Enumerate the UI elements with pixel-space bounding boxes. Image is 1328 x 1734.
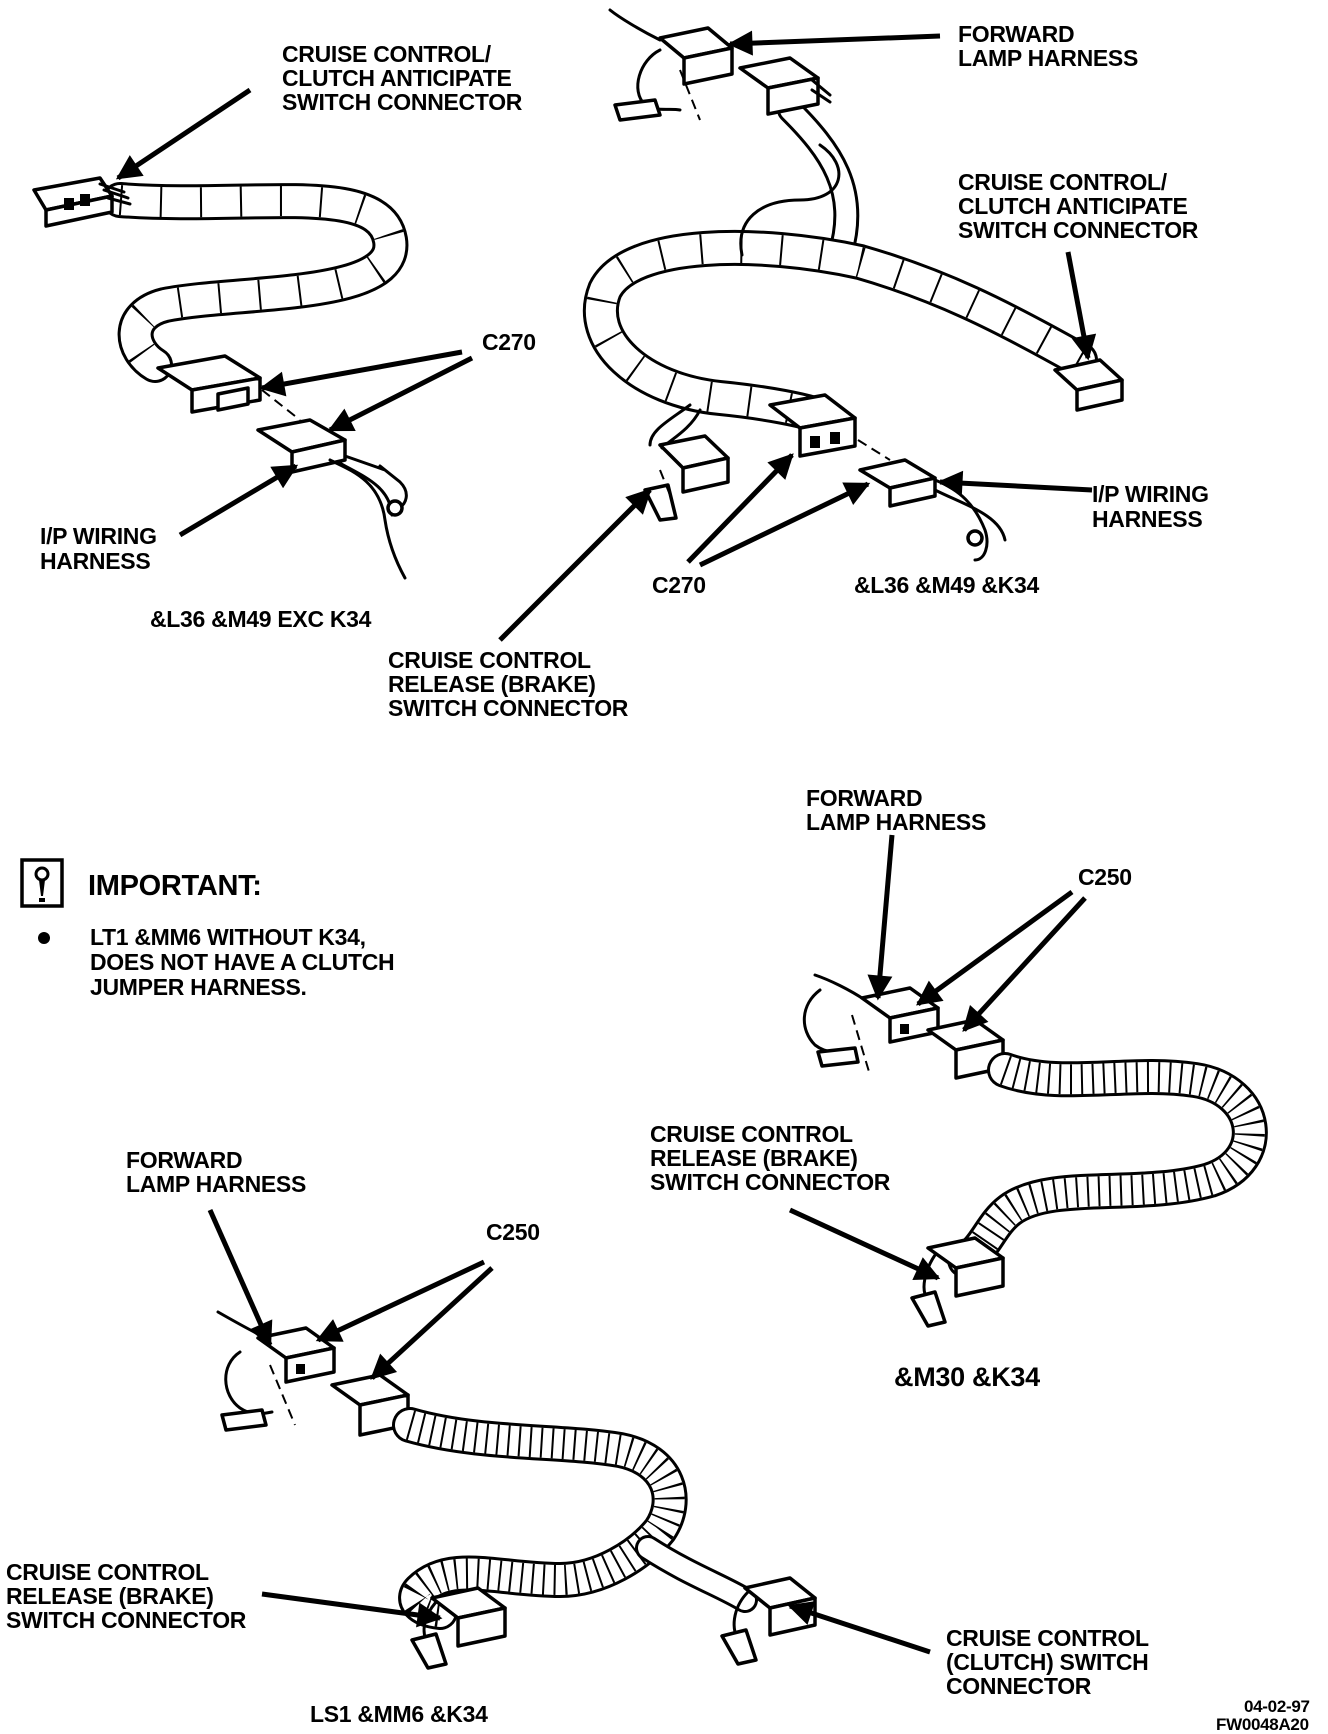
brake-switch-connector-m30	[910, 1236, 1005, 1328]
label-mid-brake-release: CRUISE CONTROL RELEASE (BRAKE) SWITCH CO…	[388, 647, 629, 721]
bullet-icon	[38, 932, 50, 944]
label-tr-ip-wiring-harness: I/P WIRING HARNESS	[1092, 481, 1215, 532]
harness-view-ls1-mm6-k34	[216, 1310, 817, 1670]
label-tr-c270: C270	[652, 572, 706, 598]
clutch-anticipate-switch-connector-right	[1053, 358, 1124, 412]
caption-ls1-mm6-k34: LS1 &MM6 &K34	[310, 1701, 488, 1727]
label-mr-brake-release: CRUISE CONTROL RELEASE (BRAKE) SWITCH CO…	[650, 1121, 891, 1195]
label-bl-forward-lamp-harness: FORWARD LAMP HARNESS	[126, 1147, 306, 1197]
leader-arrows	[115, 30, 1097, 1655]
forward-lamp-mating-connector-top	[738, 56, 832, 116]
label-bl-clutch-switch: CRUISE CONTROL (CLUTCH) SWITCH CONNECTOR	[946, 1625, 1155, 1699]
caption-m30-k34: &M30 &K34	[894, 1362, 1040, 1392]
forward-lamp-connector-ls1	[256, 1326, 336, 1384]
label-mr-c250: C250	[1078, 864, 1132, 890]
c270-ip-side-connector-top-right	[858, 458, 937, 508]
important-title: IMPORTANT:	[88, 870, 262, 902]
label-tr-forward-lamp-harness: FORWARD LAMP HARNESS	[958, 21, 1138, 71]
figure-date: 04-02-97	[1244, 1697, 1310, 1716]
c270-connector-harness-side	[156, 354, 262, 414]
label-bl-c250: C250	[486, 1219, 540, 1245]
brake-switch-connector-top	[643, 403, 730, 522]
label-bl-brake-release: CRUISE CONTROL RELEASE (BRAKE) SWITCH CO…	[6, 1559, 247, 1633]
important-note: IMPORTANT: LT1 &MM6 WITHOUT K34, DOES NO…	[20, 858, 400, 1000]
label-mr-forward-lamp-harness: FORWARD LAMP HARNESS	[806, 785, 986, 835]
c270-connector-ip-side	[256, 418, 347, 474]
label-tl-clutch-anticipate: CRUISE CONTROL/ CLUTCH ANTICIPATE SWITCH…	[282, 41, 523, 115]
harness-view-l36-m49-exc-k34	[32, 176, 409, 580]
label-tl-ip-wiring-harness: I/P WIRING HARNESS	[40, 523, 163, 574]
brake-switch-connector-ls1	[410, 1586, 507, 1670]
important-exclamation-icon	[20, 858, 64, 908]
harness-view-l36-m49-k34	[582, 8, 1124, 562]
label-tr-clutch-anticipate: CRUISE CONTROL/ CLUTCH ANTICIPATE SWITCH…	[958, 169, 1199, 243]
caption-l36-m49-k34: &L36 &M49 &K34	[854, 572, 1039, 598]
harness-view-m30-k34	[802, 973, 1268, 1328]
figure-code: FW0048A20	[1216, 1715, 1309, 1734]
clutch-anticipate-switch-connector	[32, 176, 132, 228]
important-note-text: LT1 &MM6 WITHOUT K34, DOES NOT HAVE A CL…	[90, 924, 400, 1000]
caption-l36-m49-exc-k34: &L36 &M49 EXC K34	[150, 606, 372, 632]
forward-lamp-connector-top	[613, 26, 734, 122]
label-tl-c270: C270	[482, 329, 536, 355]
c270-connector-top-right	[768, 393, 857, 458]
